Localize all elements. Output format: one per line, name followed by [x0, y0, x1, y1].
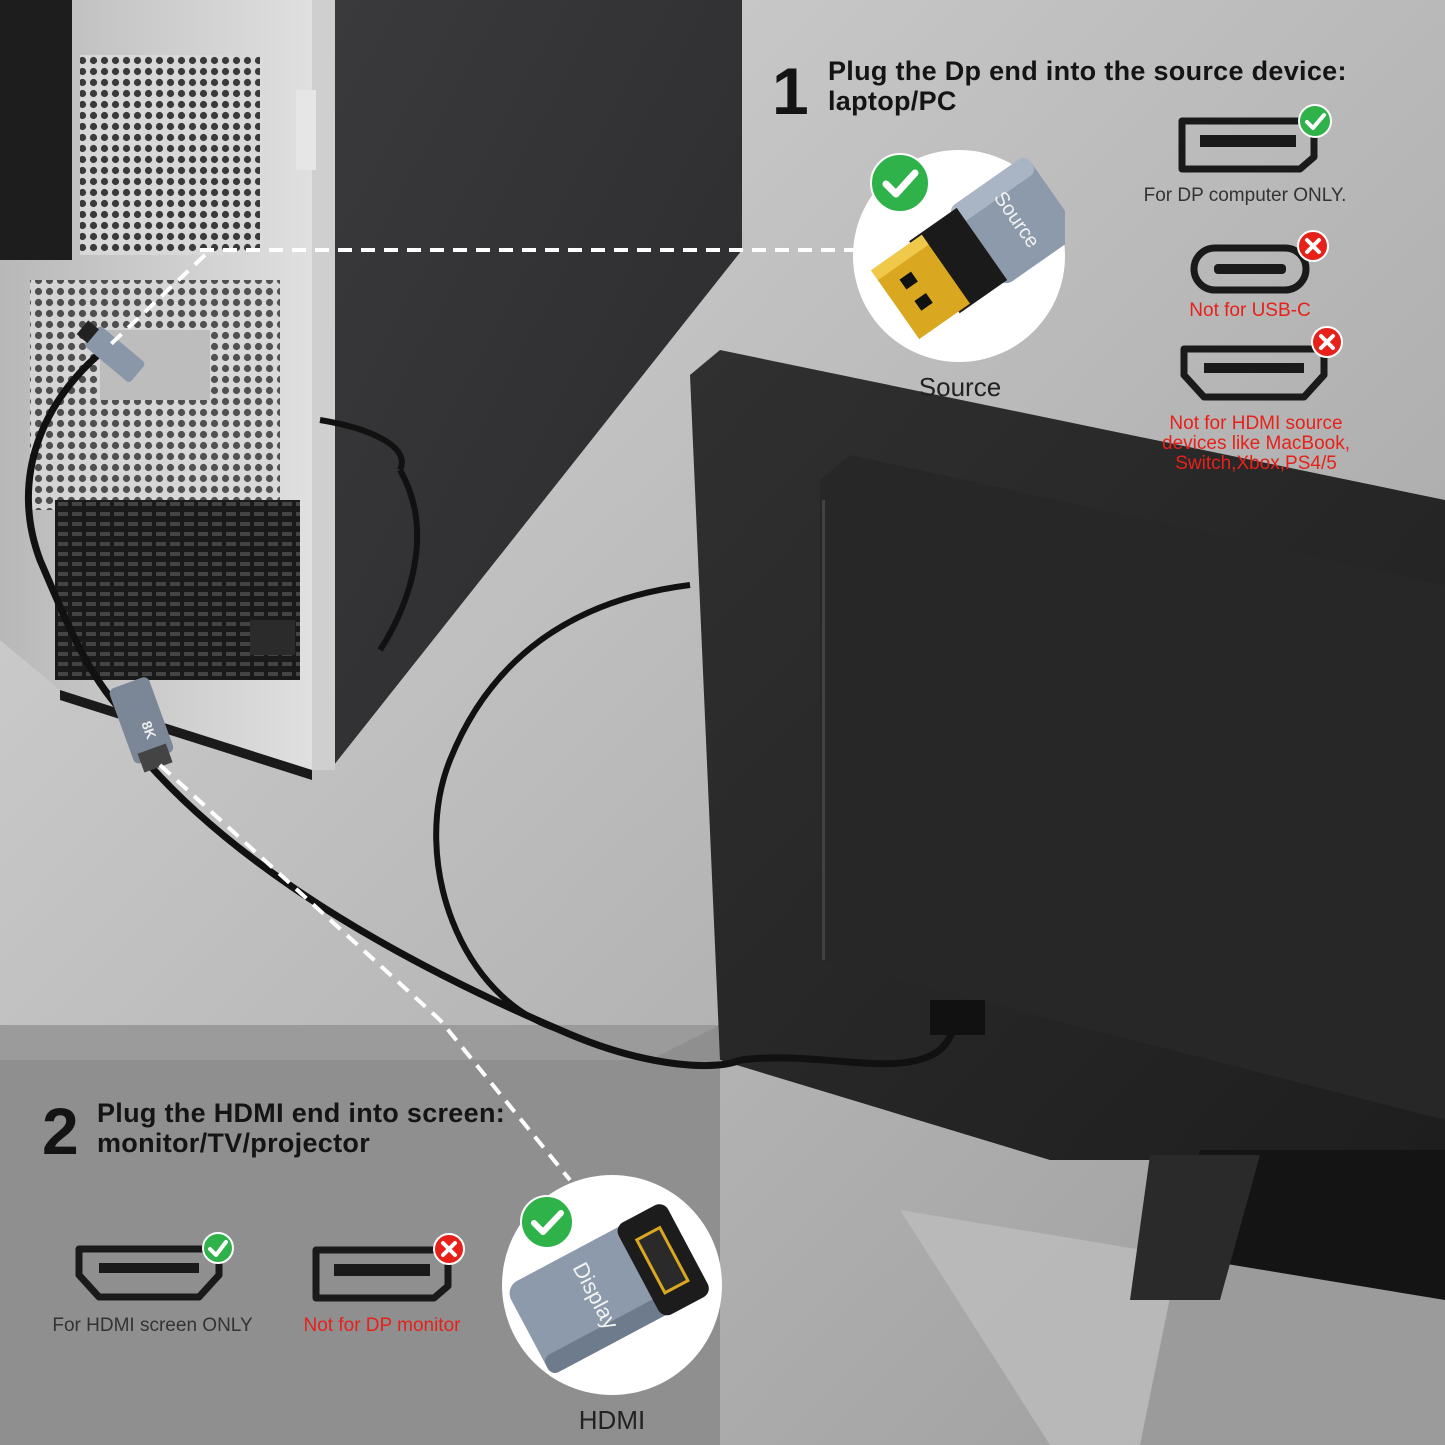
hdmi-cross-icon	[1311, 326, 1343, 363]
displayport-port-icon	[1178, 117, 1318, 178]
step2-title: Plug the HDMI end into screen: monitor/T…	[97, 1098, 557, 1158]
source-label: Source	[918, 372, 1002, 402]
step1-title-line2: laptop/PC	[828, 86, 957, 116]
step2-hdmi-circle: Display	[502, 1175, 722, 1395]
step2-title-line1: Plug the HDMI end into screen:	[97, 1098, 506, 1128]
usb-c-cross-icon	[1297, 230, 1329, 267]
displayport-port-icon-monitor	[312, 1246, 452, 1307]
hdmi-caption-line3: Switch,Xbox,PS4/5	[1175, 453, 1337, 474]
step2-title-line2: monitor/TV/projector	[97, 1128, 371, 1158]
step1-check-icon	[870, 153, 930, 218]
step1-title-line1: Plug the Dp end into the source device:	[828, 56, 1347, 86]
dp-monitor-cross-icon	[433, 1233, 465, 1270]
usb-c-port-icon	[1190, 244, 1310, 299]
dp-check-icon	[1298, 104, 1332, 143]
hdmi-female-image: Display	[502, 1175, 722, 1395]
hdmi-source-caption: Not for HDMI source devices like MacBook…	[1120, 414, 1392, 474]
hdmi-label: HDMI	[578, 1405, 646, 1435]
hdmi-caption-line2: devices like MacBook,	[1162, 433, 1350, 454]
step2-check-icon	[520, 1195, 574, 1254]
hdmi-screen-caption: For HDMI screen ONLY	[52, 1315, 253, 1336]
step2-number: 2	[42, 1094, 79, 1168]
hdmi-port-icon	[1180, 345, 1328, 406]
dp-caption: For DP computer ONLY.	[1143, 185, 1347, 206]
step1-number: 1	[772, 54, 809, 128]
step1-title: Plug the Dp end into the source device: …	[828, 56, 1428, 116]
hdmi-screen-check-icon	[202, 1232, 234, 1269]
dp-monitor-caption: Not for DP monitor	[303, 1315, 461, 1336]
hdmi-port-icon-screen	[75, 1245, 223, 1306]
hdmi-caption-line1: Not for HDMI source	[1169, 413, 1343, 434]
usb-c-caption: Not for USB-C	[1189, 300, 1311, 321]
